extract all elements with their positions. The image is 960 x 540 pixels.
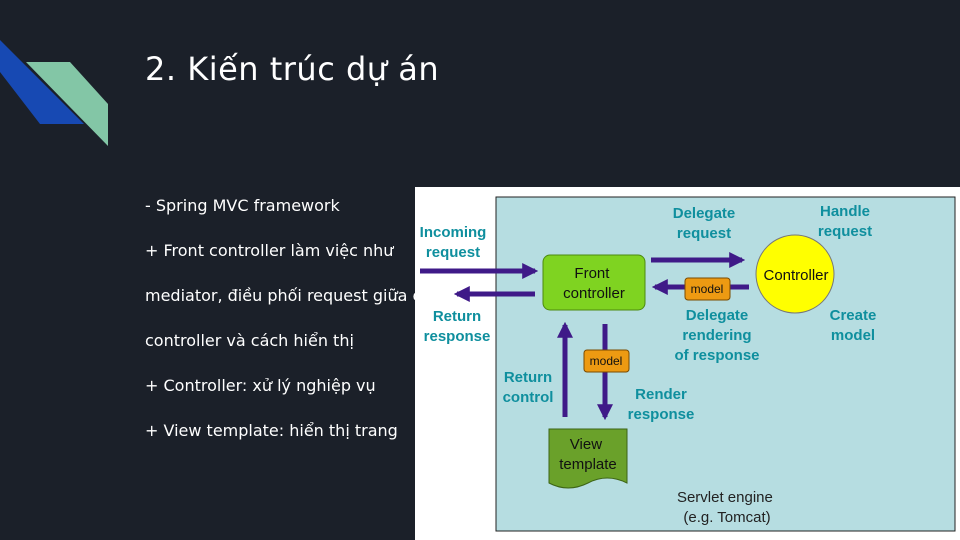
servlet-engine-label: Servlet engine: [677, 489, 773, 506]
controller-label: Controller: [763, 267, 828, 284]
bullet-list: - Spring MVC framework + Front controlle…: [145, 196, 445, 466]
incoming-request-label: request: [426, 244, 480, 261]
svg-text:Front controller: Front controller: [563, 265, 625, 302]
view-template-label: View: [570, 436, 602, 453]
bullet-line: - Spring MVC framework: [145, 196, 340, 215]
return-response-label: Return: [433, 308, 481, 325]
svg-text:View template: View template: [559, 436, 617, 473]
delegate-rendering-label: rendering: [682, 327, 751, 344]
create-model-label: Create: [830, 307, 877, 324]
model-box-top: [684, 277, 731, 301]
return-response-label: response: [424, 328, 491, 345]
delegate-rendering-label: of response: [674, 347, 759, 364]
mvc-diagram: Front controller Controller model model …: [415, 187, 960, 540]
incoming-request-label: Incoming: [420, 224, 487, 241]
bullet-line: controller và cách hiển thị: [145, 331, 354, 350]
front-controller-label: Front: [574, 265, 610, 282]
model-label: model: [590, 354, 623, 368]
delegate-request-label: Delegate: [673, 205, 736, 222]
view-template-shape: [548, 428, 628, 489]
slide-title: 2. Kiến trúc dự án: [145, 50, 440, 88]
front-controller-label: controller: [563, 285, 625, 302]
delegate-rendering-label: Delegate: [686, 307, 749, 324]
bullet-line: + Front controller làm việc như: [145, 241, 394, 260]
create-model-label: model: [831, 327, 875, 344]
front-controller-box: [542, 254, 646, 311]
model-label: model: [691, 282, 724, 296]
return-control-label: control: [503, 389, 554, 406]
return-control-label: Return: [504, 369, 552, 386]
handle-request-label: Handle: [820, 203, 870, 220]
svg-text:Servlet engine (e.g. Tom: Servlet engine (e.g. Tomcat): [677, 489, 777, 526]
servlet-engine-label: (e.g. Tomcat): [683, 509, 770, 526]
render-response-label: Render: [635, 386, 687, 403]
render-response-label: response: [628, 406, 695, 423]
handle-request-label: request: [818, 223, 872, 240]
delegate-request-label: request: [677, 225, 731, 242]
corner-decoration: [0, 40, 108, 146]
controller-circle: [755, 234, 835, 314]
bullet-line: + View template: hiển thị trang: [145, 421, 398, 440]
model-box-mid: [583, 349, 630, 373]
bullet-line: + Controller: xử lý nghiệp vụ: [145, 376, 376, 395]
view-template-label: template: [559, 456, 617, 473]
bullet-line: mediator, điều phối request giữa các: [145, 286, 440, 305]
